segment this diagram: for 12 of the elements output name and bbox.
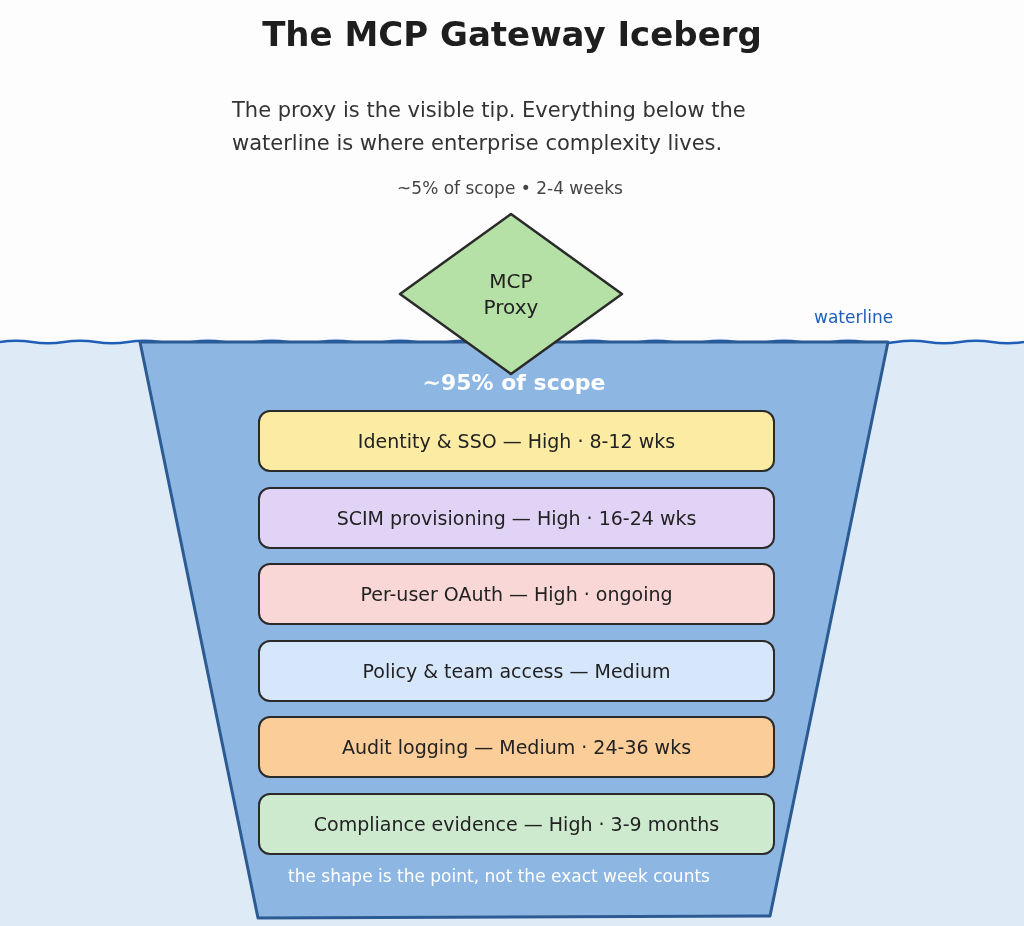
waterline-label: waterline	[814, 307, 894, 327]
title: The MCP Gateway Iceberg	[261, 14, 763, 54]
category-band: Per-user OAuth — High · ongoing	[258, 563, 775, 625]
category-band: Compliance evidence — High · 3-9 months	[258, 792, 775, 855]
category-band: Identity & SSO — High · 8-12 wks	[258, 410, 775, 472]
iceberg-trapezoid	[138, 340, 890, 920]
scope-note: ~5% of scope • 2-4 weeks	[396, 178, 624, 198]
category-band: SCIM provisioning — High · 16-24 wks	[258, 486, 775, 549]
category-band: Audit logging — Medium · 24-36 wks	[258, 716, 775, 778]
category-band: Policy & team access — Medium	[258, 639, 775, 702]
subtitle: The proxy is the visible tip. Everything below the waterline is where enterprise complexity lives.	[232, 97, 747, 157]
footnote: the shape is the point, not the exact week counts	[288, 866, 711, 886]
